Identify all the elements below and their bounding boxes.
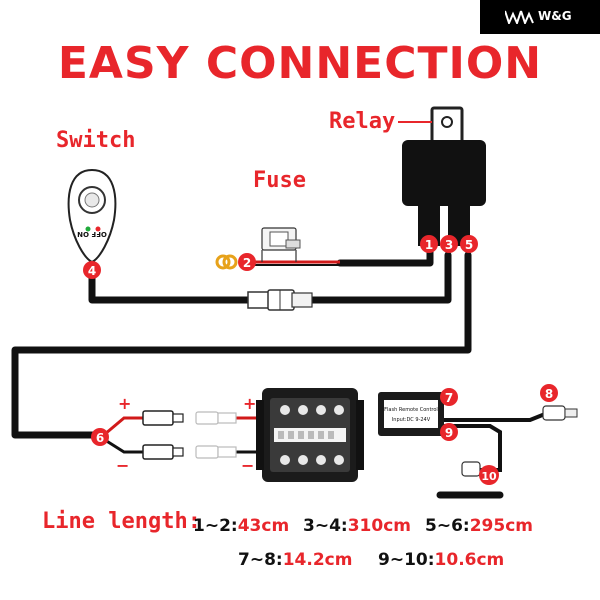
marker-6: 6 xyxy=(91,428,109,446)
plus-mark-right: + xyxy=(243,394,256,413)
plus-mark-left: + xyxy=(118,394,131,413)
line-length-item-9-10: 9~10:10.6cm xyxy=(378,550,505,570)
line-length-item-1-2: 1~2:43cm xyxy=(193,516,290,536)
marker-5: 5 xyxy=(460,235,478,253)
switch-body: OFF ON xyxy=(67,168,117,264)
remote-label-line2: Input:DC 9-24V xyxy=(392,417,431,423)
marker-1: 1 xyxy=(420,235,438,253)
svg-text:2: 2 xyxy=(243,256,251,270)
svg-text:4: 4 xyxy=(88,264,96,278)
svg-text:5: 5 xyxy=(465,238,473,252)
svg-text:10: 10 xyxy=(481,470,497,483)
brand-name: W&G xyxy=(538,9,572,23)
marker-3: 3 xyxy=(440,235,458,253)
relay-body xyxy=(402,106,486,246)
line-length-title: Line length: xyxy=(42,509,201,534)
wg-logo-icon xyxy=(505,10,534,24)
minus-mark-right: − xyxy=(241,456,254,475)
marker-7: 7 xyxy=(440,388,458,406)
svg-text:7: 7 xyxy=(445,391,453,405)
svg-text:9: 9 xyxy=(445,426,453,440)
line-length-item-3-4: 3~4:310cm xyxy=(303,516,411,536)
marker-4: 4 xyxy=(83,261,101,279)
harness-wires xyxy=(11,246,504,499)
switch-label: Switch xyxy=(56,128,136,153)
svg-text:8: 8 xyxy=(545,387,553,401)
inline-connector xyxy=(247,289,313,311)
line-length-item-7-8: 7~8:14.2cm xyxy=(238,550,353,570)
marker-10: 10 xyxy=(479,465,499,485)
marker-2: 2 xyxy=(238,253,256,271)
ring-terminal xyxy=(215,254,238,270)
marker-9: 9 xyxy=(440,423,458,441)
fuse-holder xyxy=(261,227,301,262)
fuse-label: Fuse xyxy=(253,168,306,193)
minus-mark-left: − xyxy=(116,456,129,475)
svg-text:3: 3 xyxy=(445,238,453,252)
line-length-item-5-6: 5~6:295cm xyxy=(425,516,533,536)
svg-text:6: 6 xyxy=(96,431,104,445)
relay-label: Relay xyxy=(329,109,396,134)
remote-module: Flash Remote Control Input:DC 9-24V xyxy=(378,392,578,477)
svg-text:1: 1 xyxy=(425,238,433,252)
lamp-output-wires xyxy=(104,416,271,454)
led-light-bar xyxy=(256,388,364,482)
brand-box xyxy=(480,0,600,34)
switch-state-text: OFF ON xyxy=(77,230,107,238)
spade-connectors xyxy=(142,410,237,460)
remote-label-line1: Flash Remote Control xyxy=(384,407,438,413)
page-title: EASY CONNECTION xyxy=(57,38,543,89)
marker-8: 8 xyxy=(540,384,558,402)
